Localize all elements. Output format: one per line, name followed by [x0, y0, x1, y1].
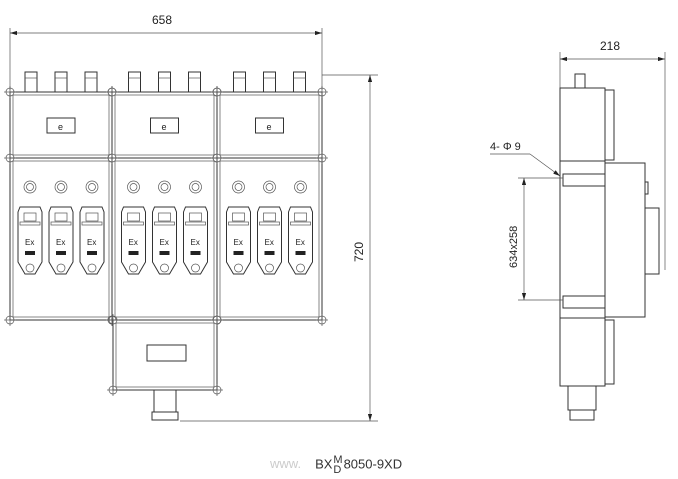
- rating-plate: [56, 251, 66, 255]
- cable-gland: [84, 71, 98, 93]
- cable-gland: [293, 71, 306, 93]
- handle-hole: [296, 263, 305, 273]
- rating-plate: [25, 251, 35, 255]
- handle-hole: [87, 263, 97, 273]
- handle-hole: [191, 263, 200, 273]
- cable-gland: [54, 71, 68, 93]
- cable-gland: [24, 71, 38, 93]
- handle-hole: [234, 263, 243, 273]
- label-plate: [150, 117, 179, 134]
- depth-label: 218: [600, 39, 620, 53]
- rating-plate: [190, 251, 201, 255]
- handle-hole: [25, 263, 35, 273]
- ex-mark: Ex: [56, 238, 65, 247]
- width-label: 658: [152, 13, 172, 27]
- mount-spacing-label: 634x258: [508, 226, 520, 268]
- handle-hole: [265, 263, 274, 273]
- cable-gland: [128, 71, 141, 93]
- height-label: 720: [352, 242, 366, 262]
- indicator-lamp: [263, 180, 276, 194]
- ex-mark: Ex: [191, 238, 200, 247]
- rating-plate: [295, 251, 306, 255]
- watermark: www.: [270, 456, 302, 472]
- rating-plate: [159, 251, 170, 255]
- circuit-breaker: [79, 206, 105, 275]
- mount-bolt-top: [562, 173, 606, 187]
- indicator-lamp: [158, 180, 171, 194]
- circuit-breaker: [121, 206, 146, 275]
- circuit-breaker: [226, 206, 251, 275]
- cable-gland: [263, 71, 276, 93]
- indicator-lamp: [23, 180, 37, 194]
- indicator-lamp: [85, 180, 99, 194]
- label-plate: [255, 117, 284, 134]
- label-plate-text: e: [267, 122, 272, 132]
- side-view: 218 4- Φ 9 634x258: [490, 39, 666, 421]
- ex-mark: Ex: [296, 238, 305, 247]
- model-prefix: BX: [315, 456, 333, 472]
- side-handle: [644, 207, 660, 275]
- model-sup: M: [333, 454, 343, 466]
- circuit-breaker: [17, 206, 43, 275]
- ex-mark: Ex: [87, 238, 96, 247]
- height-dimension: 720: [180, 74, 378, 422]
- model-code: 8050-9X: [343, 456, 393, 472]
- rating-plate: [87, 251, 97, 255]
- indicator-lamp: [189, 180, 202, 194]
- label-plate-text: e: [162, 122, 167, 132]
- side-gland-top: [574, 73, 586, 89]
- cable-gland: [158, 71, 171, 93]
- label-plate-text: e: [58, 122, 63, 132]
- mount-holes-label: 4- Φ 9: [490, 141, 521, 153]
- rating-plate: [128, 251, 139, 255]
- rating-plate: [264, 251, 275, 255]
- indicator-lamp: [127, 180, 140, 194]
- ex-mark: Ex: [234, 238, 243, 247]
- handle-hole: [129, 263, 138, 273]
- ex-mark: Ex: [25, 238, 34, 247]
- side-middle-box: [559, 160, 606, 319]
- rating-plate: [233, 251, 244, 255]
- cable-gland: [233, 71, 246, 93]
- handle-hole: [56, 263, 66, 273]
- circuit-breaker: [183, 206, 208, 275]
- model-suffix: D: [392, 456, 403, 472]
- side-lower-box: [559, 317, 606, 387]
- bottom-label-plate: [146, 344, 187, 362]
- side-upper-box: [559, 87, 606, 162]
- circuit-breaker: [257, 206, 282, 275]
- ex-mark: Ex: [129, 238, 138, 247]
- circuit-breaker: [288, 206, 313, 275]
- model-sub: D: [333, 464, 342, 476]
- ex-mark: Ex: [265, 238, 274, 247]
- indicator-lamp: [294, 180, 307, 194]
- front-view: eEx Ex Ex eEx Ex Ex eEx Ex Ex: [4, 71, 328, 421]
- indicator-lamp: [54, 180, 68, 194]
- handle-hole: [160, 263, 169, 273]
- circuit-breaker: [152, 206, 177, 275]
- width-dimension: 658: [9, 13, 323, 90]
- cable-gland: [188, 71, 201, 93]
- bottom-cable-gland: [153, 389, 177, 413]
- indicator-lamp: [232, 180, 245, 194]
- mount-bolt-bottom: [562, 295, 606, 309]
- side-front-panel: [604, 162, 646, 318]
- label-plate: [46, 117, 76, 134]
- side-gland-bottom: [567, 385, 597, 411]
- circuit-breaker: [48, 206, 74, 275]
- ex-mark: Ex: [160, 238, 169, 247]
